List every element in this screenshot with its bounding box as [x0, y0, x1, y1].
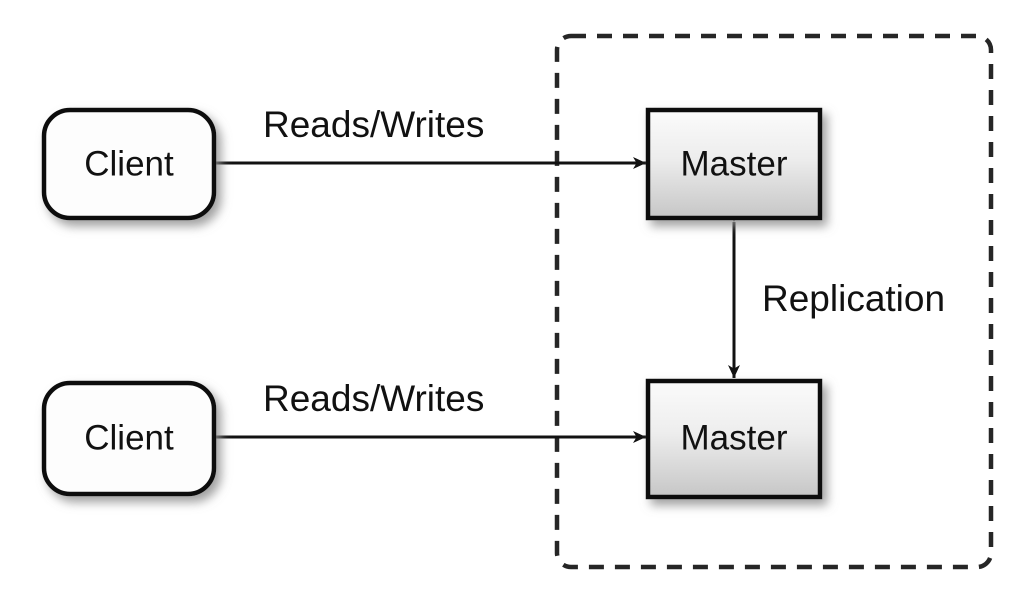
master-top-shape — [645, 107, 823, 221]
node-client-top[interactable]: Client — [41, 107, 217, 221]
edge-label-reads-writes-bottom: Reads/Writes — [263, 378, 484, 419]
master-top-label: Master — [681, 144, 788, 183]
client-top-label: Client — [84, 144, 174, 183]
master-bottom-label: Master — [681, 418, 788, 457]
master-bottom-shape — [645, 378, 823, 500]
node-client-bottom[interactable]: Client — [41, 380, 217, 497]
client-bottom-shape — [41, 380, 217, 497]
replication-cluster-boundary — [554, 33, 994, 570]
node-master-top[interactable]: Master — [645, 107, 823, 221]
edge-label-replication: Replication — [762, 278, 945, 319]
client-top-shape — [41, 107, 217, 221]
client-bottom-label: Client — [84, 418, 174, 457]
node-master-bottom[interactable]: Master — [645, 378, 823, 500]
edge-layer — [214, 157, 740, 443]
edge-label-layer: Reads/Writes Reads/Writes Replication — [263, 104, 945, 419]
edge-label-reads-writes-top: Reads/Writes — [263, 104, 484, 145]
